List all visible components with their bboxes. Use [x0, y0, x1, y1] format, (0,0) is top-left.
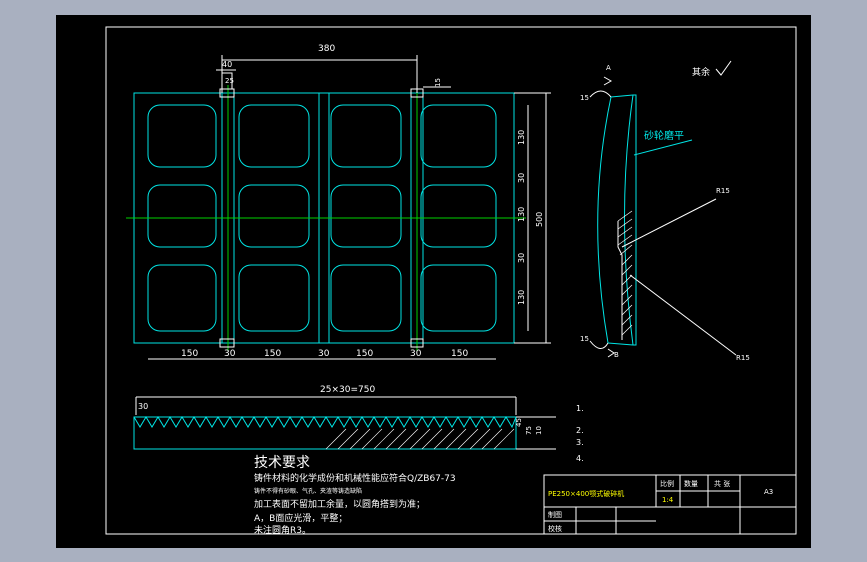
dim-15-a: 15 — [580, 94, 589, 102]
checked-label: 校核 — [548, 524, 562, 533]
dim-380: 380 — [318, 44, 335, 54]
window-grid — [147, 104, 497, 332]
scale-value: 1:4 — [662, 496, 674, 504]
drawing-canvas: 380 40 25 15 150 30 150 30 150 30 150 — [105, 26, 797, 536]
drawing-border — [105, 26, 797, 535]
dim-r2: 130 — [517, 207, 526, 222]
label-grind: 砂轮磨平 — [644, 129, 684, 142]
tech-line-0: 铸件材料的化学成份和机械性能应符合Q/ZB67-73 — [254, 472, 456, 484]
label-r15-top: R15 — [716, 187, 730, 195]
dim-15-b: 15 — [580, 335, 589, 343]
dim-25: 25 — [225, 77, 234, 85]
dim-r0: 130 — [517, 130, 526, 145]
scale-label: 比例 — [660, 479, 674, 488]
dim-b3: 30 — [318, 349, 330, 359]
item-1: 1. — [576, 404, 584, 413]
dim-75: 75 — [525, 426, 533, 435]
label-a: A — [606, 64, 611, 72]
item-2: 2. — [576, 426, 584, 435]
tooth-profile: 25×30=750 30 — [133, 385, 584, 463]
label-b: B — [614, 351, 619, 359]
tech-line-4: 未注圆角R3。 — [254, 524, 311, 536]
tech-line-2: 加工表面不留加工余量，以圆角搭到为准； — [254, 498, 425, 510]
dim-b6: 150 — [451, 349, 468, 359]
qty-label: 数量 — [684, 479, 698, 488]
side-view: A B 15 15 砂轮磨平 R15 R15 其余 — [580, 60, 750, 362]
tech-title: 技术要求 — [254, 455, 310, 471]
dim-40: 40 — [222, 60, 232, 69]
item-3: 3. — [576, 438, 584, 447]
dim-500: 500 — [535, 212, 544, 227]
front-view: 380 40 25 15 150 30 150 30 150 30 150 — [126, 44, 551, 360]
roughness-symbol — [715, 60, 732, 76]
dim-15-top: 15 — [434, 78, 442, 87]
dim-pitch: 25×30=750 — [320, 385, 375, 395]
dim-r4: 130 — [517, 290, 526, 305]
tech-line-3: A，B面应光滑，平整； — [254, 512, 347, 524]
tech-line-1: 铸件不得有砂眼、气孔、夹渣等铸造缺陷 — [254, 487, 362, 495]
dim-b2: 150 — [264, 349, 281, 359]
roughness-note: 其余 — [692, 66, 710, 78]
dim-10: 10 — [535, 426, 543, 435]
dim-30-left: 30 — [138, 402, 148, 411]
dim-b1: 30 — [224, 349, 236, 359]
dim-45: 45 — [515, 418, 523, 427]
drawing-no: A3 — [764, 488, 773, 496]
dim-b4: 150 — [356, 349, 373, 359]
part-name: PE250×400颚式破碎机 — [548, 489, 624, 498]
cad-viewport[interactable]: 380 40 25 15 150 30 150 30 150 30 150 — [56, 15, 811, 548]
drawn-label: 制图 — [548, 510, 562, 519]
title-block: PE250×400颚式破碎机 比例 数量 共 张 1:4 A3 制图 校核 — [543, 474, 797, 535]
dim-b5: 30 — [410, 349, 422, 359]
dim-b0: 150 — [181, 349, 198, 359]
tech-requirements: 技术要求 铸件材料的化学成份和机械性能应符合Q/ZB67-73 铸件不得有砂眼、… — [254, 455, 456, 536]
dim-r3: 30 — [517, 253, 526, 263]
item-4: 4. — [576, 454, 584, 463]
label-r15-bottom: R15 — [736, 354, 750, 362]
sheet-label: 共 张 — [714, 479, 730, 488]
dim-r1: 30 — [517, 173, 526, 183]
